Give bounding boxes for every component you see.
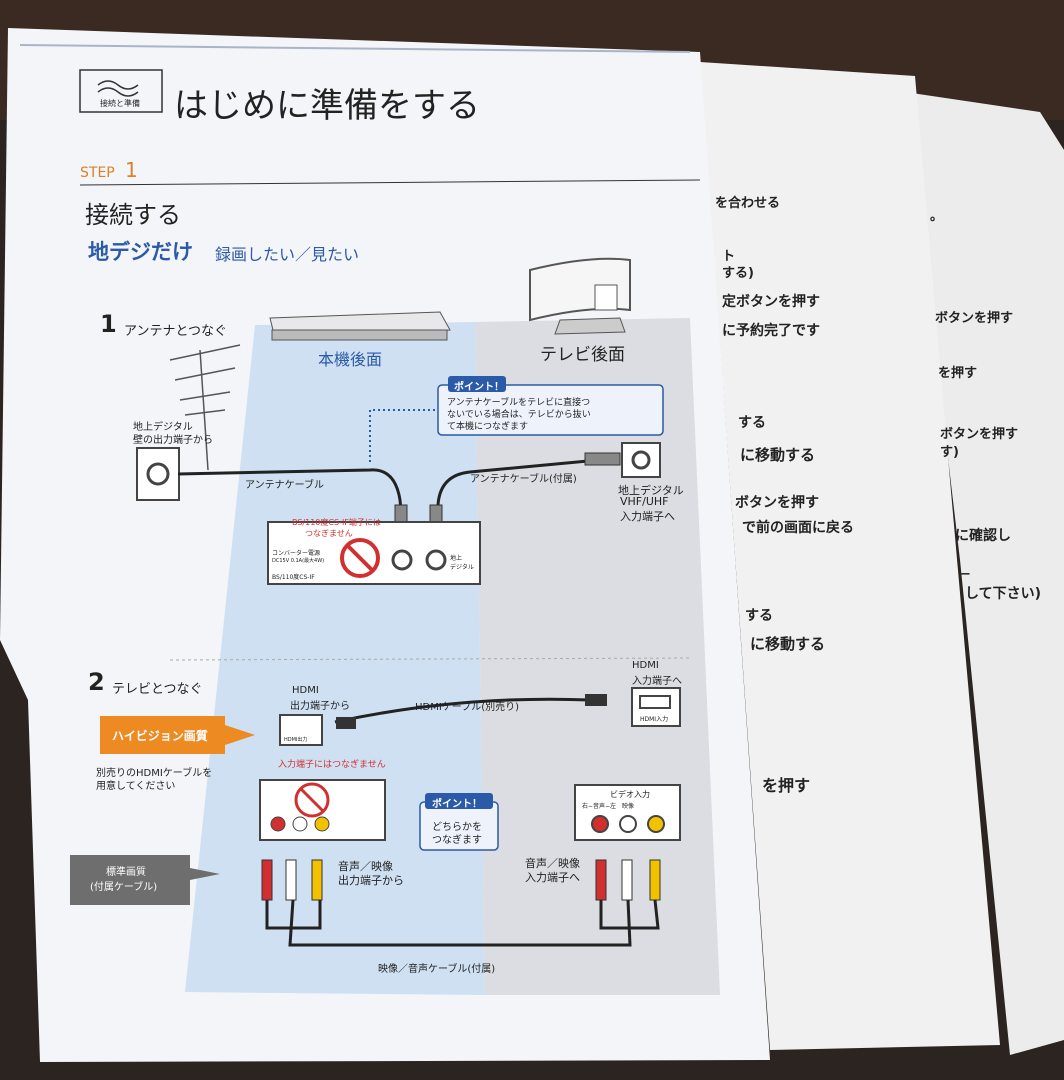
- step-number: 1: [125, 158, 138, 182]
- sheet2-line: に移動する: [750, 635, 826, 653]
- sheet3-line: に確認し: [955, 528, 1011, 544]
- sheet2-line: に移動する: [740, 446, 816, 464]
- point1-line1: アンテナケーブルをテレビに直接つ: [447, 398, 591, 408]
- hi-vision-label: ハイビジョン画質: [112, 729, 208, 743]
- sheet2-line: する): [722, 266, 754, 281]
- sheet3-line: −: [960, 567, 971, 582]
- warn1-line1: BS/110度CS-IF端子には: [292, 518, 381, 527]
- video-ports-label: 右−音声−左 映像: [582, 803, 635, 810]
- hdmi-out-2: 出力端子から: [290, 701, 350, 712]
- recorder-illustration: [269, 311, 451, 341]
- sheet2-line: する: [745, 608, 773, 624]
- antenna-cable-left: [177, 468, 404, 521]
- point1-title: ポイント！: [454, 382, 504, 393]
- av-out-2: 出力端子から: [338, 874, 404, 887]
- sub-heading-rest: 録画したい／見たい: [215, 245, 360, 264]
- step-label: STEP: [80, 165, 115, 181]
- header-icon-caption: 接続と準備: [100, 99, 140, 108]
- av-in-1: 音声／映像: [525, 857, 580, 870]
- av-in-2: 入力端子へ: [525, 871, 580, 884]
- section2-number: 2: [88, 668, 105, 696]
- sheet2-line: 定ボタンを押す: [722, 294, 820, 310]
- hdmi-out-port: [279, 714, 323, 746]
- sheet2-line: に予約完了です: [722, 323, 820, 339]
- tv-input-2: VHF/UHF: [620, 495, 669, 508]
- cable-right-label: アンテナケーブル(付属): [470, 474, 577, 485]
- av-out-1: 音声／映像: [338, 860, 393, 873]
- hdmi-cable: [334, 697, 591, 724]
- hdmi-in-1: HDMI: [632, 660, 659, 671]
- av-cable: [261, 859, 661, 947]
- section1-number: 1: [100, 310, 117, 338]
- panel-text-2: DC15V 0.1A(最大4W): [272, 558, 325, 564]
- note-1: 別売りのHDMIケーブルを: [96, 768, 213, 779]
- cable-icon: [97, 80, 139, 97]
- step-heading: 接続する: [85, 201, 181, 229]
- tv-input-1: 地上デジタル: [618, 484, 684, 497]
- point2-title: ポイント！: [432, 799, 482, 810]
- point1-line2: ないでいる場合は、テレビから抜い: [447, 410, 591, 420]
- panel-text-3: BS/110度CS-IF: [272, 574, 315, 581]
- sheet2-line: ト: [722, 249, 736, 264]
- warn1-line2: つなぎません: [305, 529, 353, 538]
- point2-line1: どちらかを: [432, 822, 482, 833]
- sub-heading-blue: 地デジだけ: [88, 240, 193, 264]
- sheet3-line: ボタンを押す: [935, 311, 1014, 326]
- tv-rear-label: テレビ後面: [540, 345, 625, 365]
- back-sheet-3: [905, 92, 1064, 1055]
- hdmi-out-1: HDMI: [292, 685, 319, 696]
- sheet3-line: す): [940, 445, 959, 460]
- wall-label-2: 壁の出力端子から: [133, 435, 213, 446]
- tv-input-3: 入力端子へ: [620, 510, 675, 523]
- note-2: 用意してください: [96, 781, 176, 792]
- panel-text-1: コンバーター電源: [272, 550, 321, 557]
- header-icon-box: [79, 69, 163, 113]
- sheet2-line: ボタンを押す: [735, 495, 819, 511]
- standard-1: 標準画質: [106, 867, 146, 878]
- sheet3-line: して下さい): [965, 586, 1041, 602]
- panel-right-1: 地上: [450, 555, 463, 562]
- panel-right-2: デジタル: [450, 564, 474, 571]
- point2-line2: つなぎます: [432, 835, 482, 846]
- rear-panel: [267, 521, 481, 585]
- av-cable-label: 映像／音声ケーブル(付属): [378, 964, 496, 975]
- point1-line3: て本機につなぎます: [447, 422, 529, 432]
- hi-vision-box: [100, 716, 225, 754]
- page-title: はじめに準備をする: [174, 86, 480, 126]
- sheet2-line: で前の画面に戻る: [742, 520, 854, 536]
- tv-illustration: [529, 257, 631, 335]
- video-input-label: ビデオ入力: [610, 790, 650, 799]
- point-box-1: [437, 384, 664, 436]
- sheet3-line: を押す: [938, 366, 978, 381]
- sheet2-line: を押す: [762, 776, 811, 795]
- section2-title: テレビとつなぐ: [112, 682, 203, 697]
- sheet2-line: を合わせる: [715, 196, 781, 211]
- hdmi-port-in-label: HDMI入力: [640, 716, 669, 723]
- section1-title: アンテナとつなぐ: [124, 324, 227, 339]
- cable-left-label: アンテナケーブル: [245, 480, 324, 491]
- sheet3-line: ボタンを押す: [940, 427, 1019, 442]
- warn2-label: 入力端子にはつなぎません: [278, 760, 386, 770]
- wall-label-1: 地上デジタル: [133, 422, 193, 433]
- sheet3-line: 。: [930, 209, 944, 224]
- hdmi-port-out-label: HDMI出力: [284, 737, 308, 743]
- standard-2: (付属ケーブル): [90, 882, 158, 893]
- wall-port: [136, 447, 180, 501]
- standard-box: [70, 855, 190, 905]
- back-sheet-2: [700, 62, 1000, 1050]
- sheet2-line: する: [738, 415, 766, 431]
- hdmi-in-2: 入力端子へ: [632, 676, 682, 687]
- antenna-illustration: [169, 344, 241, 471]
- unit-rear-label: 本機後面: [318, 350, 383, 369]
- hdmi-cable-label: HDMIケーブル(別売り): [415, 702, 519, 713]
